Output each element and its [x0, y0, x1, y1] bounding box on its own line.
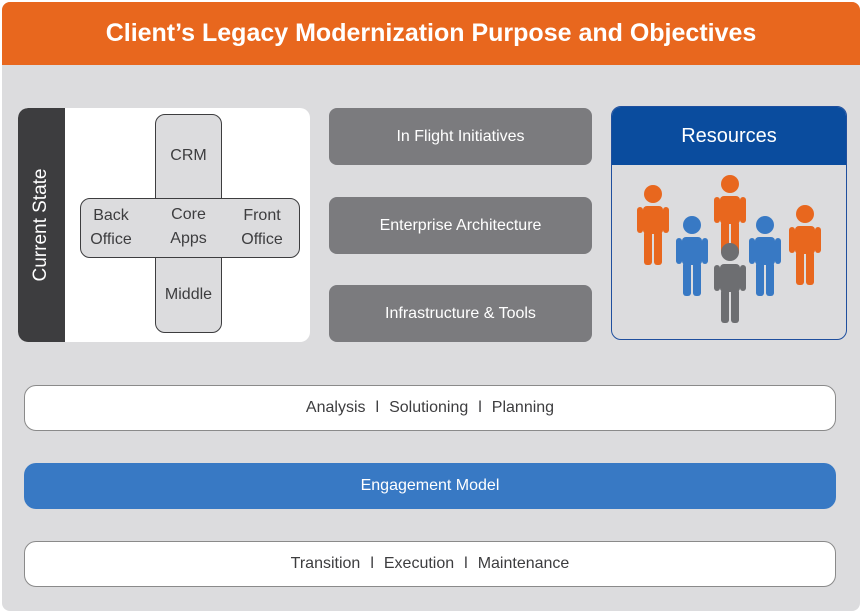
separator: l	[375, 399, 380, 416]
person-icon	[676, 216, 708, 296]
resources-panel: Resources	[611, 106, 847, 340]
person-icon	[789, 205, 821, 285]
people-group	[637, 175, 821, 323]
separator: l	[370, 555, 374, 572]
transition-execution-maintenance-bar: Transition l Execution l Maintenance	[24, 541, 836, 587]
planning-label: Planning	[491, 399, 555, 416]
front-office-label: Front Office	[241, 207, 283, 248]
execution-label: Execution	[383, 555, 455, 572]
infrastructure-tools-box: Infrastructure & Tools	[329, 285, 592, 342]
person-icon	[749, 216, 781, 296]
transition-label: Transition	[290, 555, 361, 572]
crm-label: CRM	[170, 147, 207, 164]
analysis-label: Analysis	[305, 399, 366, 416]
current-state-panel: Current State CRM Back Office Core Apps …	[18, 108, 310, 342]
back-office-label: Back Office	[90, 207, 132, 248]
person-icon	[714, 243, 746, 323]
middle-label: Middle	[164, 286, 213, 303]
engagement-model-bar: Engagement Model	[24, 463, 836, 509]
person-icon	[637, 185, 669, 265]
page-title: Client’s Legacy Modernization Purpose an…	[2, 2, 860, 65]
cross-center-fill	[156, 199, 221, 257]
current-state-bar: Current State	[18, 108, 65, 342]
separator: l	[478, 399, 482, 416]
core-apps-label: Core Apps	[170, 206, 207, 247]
current-state-label: Current State	[30, 168, 51, 282]
in-flight-initiatives-box: In Flight Initiatives	[329, 108, 592, 165]
analysis-solutioning-planning-bar: Analysis l Solutioning l Planning	[24, 385, 836, 431]
enterprise-architecture-box: Enterprise Architecture	[329, 197, 592, 254]
maintenance-label: Maintenance	[477, 555, 570, 572]
resources-title: Resources	[612, 107, 846, 165]
separator: l	[464, 555, 468, 572]
solutioning-label: Solutioning	[389, 399, 469, 416]
